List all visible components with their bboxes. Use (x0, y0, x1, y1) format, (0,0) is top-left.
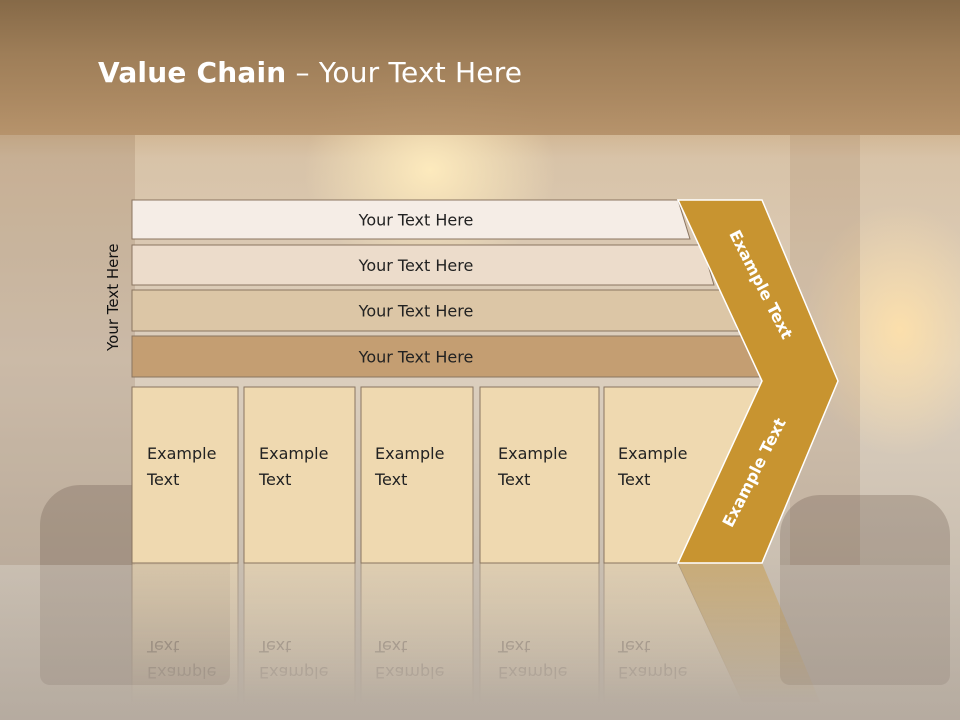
box-reflection-1-line1: Example (147, 663, 216, 682)
box-5-line2: Text (617, 470, 650, 489)
box-reflection-1-line2: Text (146, 637, 179, 656)
box-1-line1: Example (147, 444, 216, 463)
bar-2 (131, 244, 715, 286)
box-3-line2: Text (374, 470, 407, 489)
bar-label-1: Your Text Here (358, 211, 474, 230)
bar-label-4: Your Text Here (358, 348, 474, 367)
box-1-line2: Text (146, 470, 179, 489)
box-reflection-5-line2: Text (617, 637, 650, 656)
box-2 (243, 386, 356, 564)
box-reflection-2-line1: Example (259, 663, 328, 682)
box-reflection-5-line1: Example (618, 663, 687, 682)
bar-label-3: Your Text Here (358, 302, 474, 321)
box-reflection-3-line2: Text (374, 637, 407, 656)
box-reflection-2 (243, 562, 356, 720)
box-5-line1: Example (618, 444, 687, 463)
chevron-shape (676, 199, 839, 564)
box-4-line1: Example (498, 444, 567, 463)
box-reflection-4 (479, 562, 600, 720)
slide-title: Value Chain – Your Text Here (98, 56, 522, 89)
box-reflection-4-line1: Example (498, 663, 567, 682)
box-4 (479, 386, 600, 564)
title-bold: Value Chain (98, 56, 287, 89)
box-reflection-1 (131, 562, 239, 720)
box-2-line1: Example (259, 444, 328, 463)
box-3 (360, 386, 474, 564)
box-2-line2: Text (258, 470, 291, 489)
box-reflection-4-line2: Text (497, 637, 530, 656)
bar-label-2: Your Text Here (358, 256, 474, 275)
bar-1 (131, 199, 691, 240)
box-1 (131, 386, 239, 564)
title-rest: – Your Text Here (286, 56, 523, 89)
chevron-reflection (678, 563, 828, 720)
box-3-line1: Example (375, 444, 444, 463)
box-reflection-3-line1: Example (375, 663, 444, 682)
box-4-line2: Text (497, 470, 530, 489)
box-reflection-2-line2: Text (258, 637, 291, 656)
